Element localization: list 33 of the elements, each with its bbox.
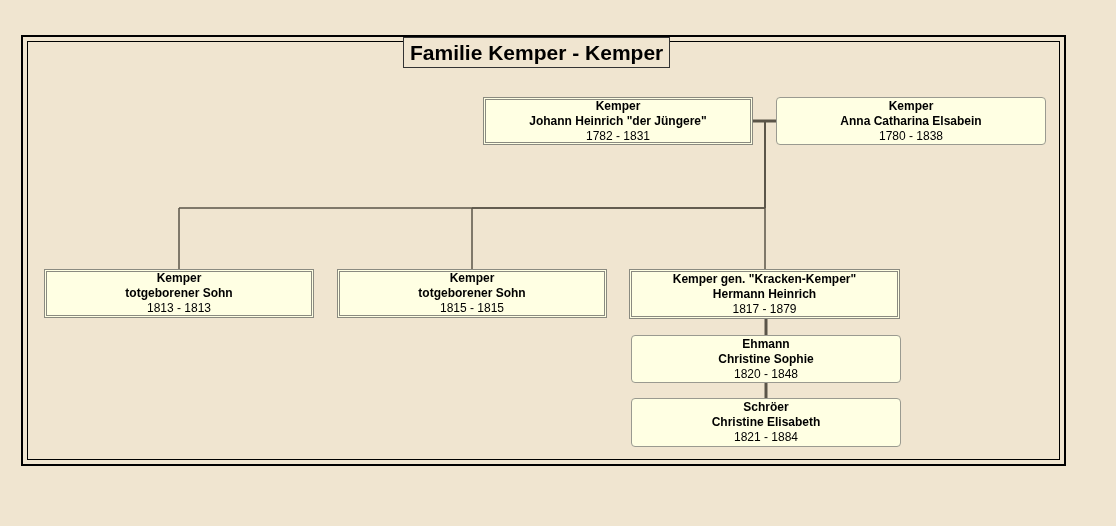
life-dates: 1780 - 1838 [878, 128, 944, 144]
person-box [337, 269, 607, 318]
given-name: Anna Catharina Elsabein [840, 113, 982, 129]
connector-line [764, 319, 768, 335]
person-box [631, 335, 901, 383]
person-box [44, 269, 314, 318]
person-box [483, 97, 753, 145]
given-name: Christine Elisabeth [711, 415, 821, 430]
life-dates: 1815 - 1815 [439, 301, 505, 316]
given-name: Christine Sophie [718, 351, 814, 367]
person-box [776, 97, 1046, 145]
life-dates: 1817 - 1879 [732, 301, 797, 317]
life-dates: 1820 - 1848 [733, 366, 799, 382]
surname: Kemper [595, 98, 641, 114]
surname: Kemper [449, 271, 495, 286]
diagram-title: Familie Kemper - Kemper [403, 37, 671, 68]
person-box [631, 398, 901, 447]
surname: Ehmann [742, 336, 790, 352]
surname: Kemper [888, 98, 934, 114]
life-dates: 1782 - 1831 [585, 128, 651, 144]
surname: Kemper [156, 271, 202, 286]
person-box [629, 269, 900, 319]
life-dates: 1813 - 1813 [146, 301, 212, 316]
surname: Schröer [743, 400, 789, 415]
connector-line [764, 120, 777, 270]
connector-line [764, 383, 768, 398]
connector-line [753, 119, 776, 123]
life-dates: 1821 - 1884 [733, 430, 799, 445]
given-name: Hermann Heinrich [712, 286, 817, 302]
given-name: Johann Heinrich "der Jüngere" [529, 113, 707, 129]
surname: Kemper gen. "Kracken-Kemper" [672, 271, 857, 287]
given-name: totgeborener Sohn [418, 286, 526, 301]
given-name: totgeborener Sohn [125, 286, 233, 301]
